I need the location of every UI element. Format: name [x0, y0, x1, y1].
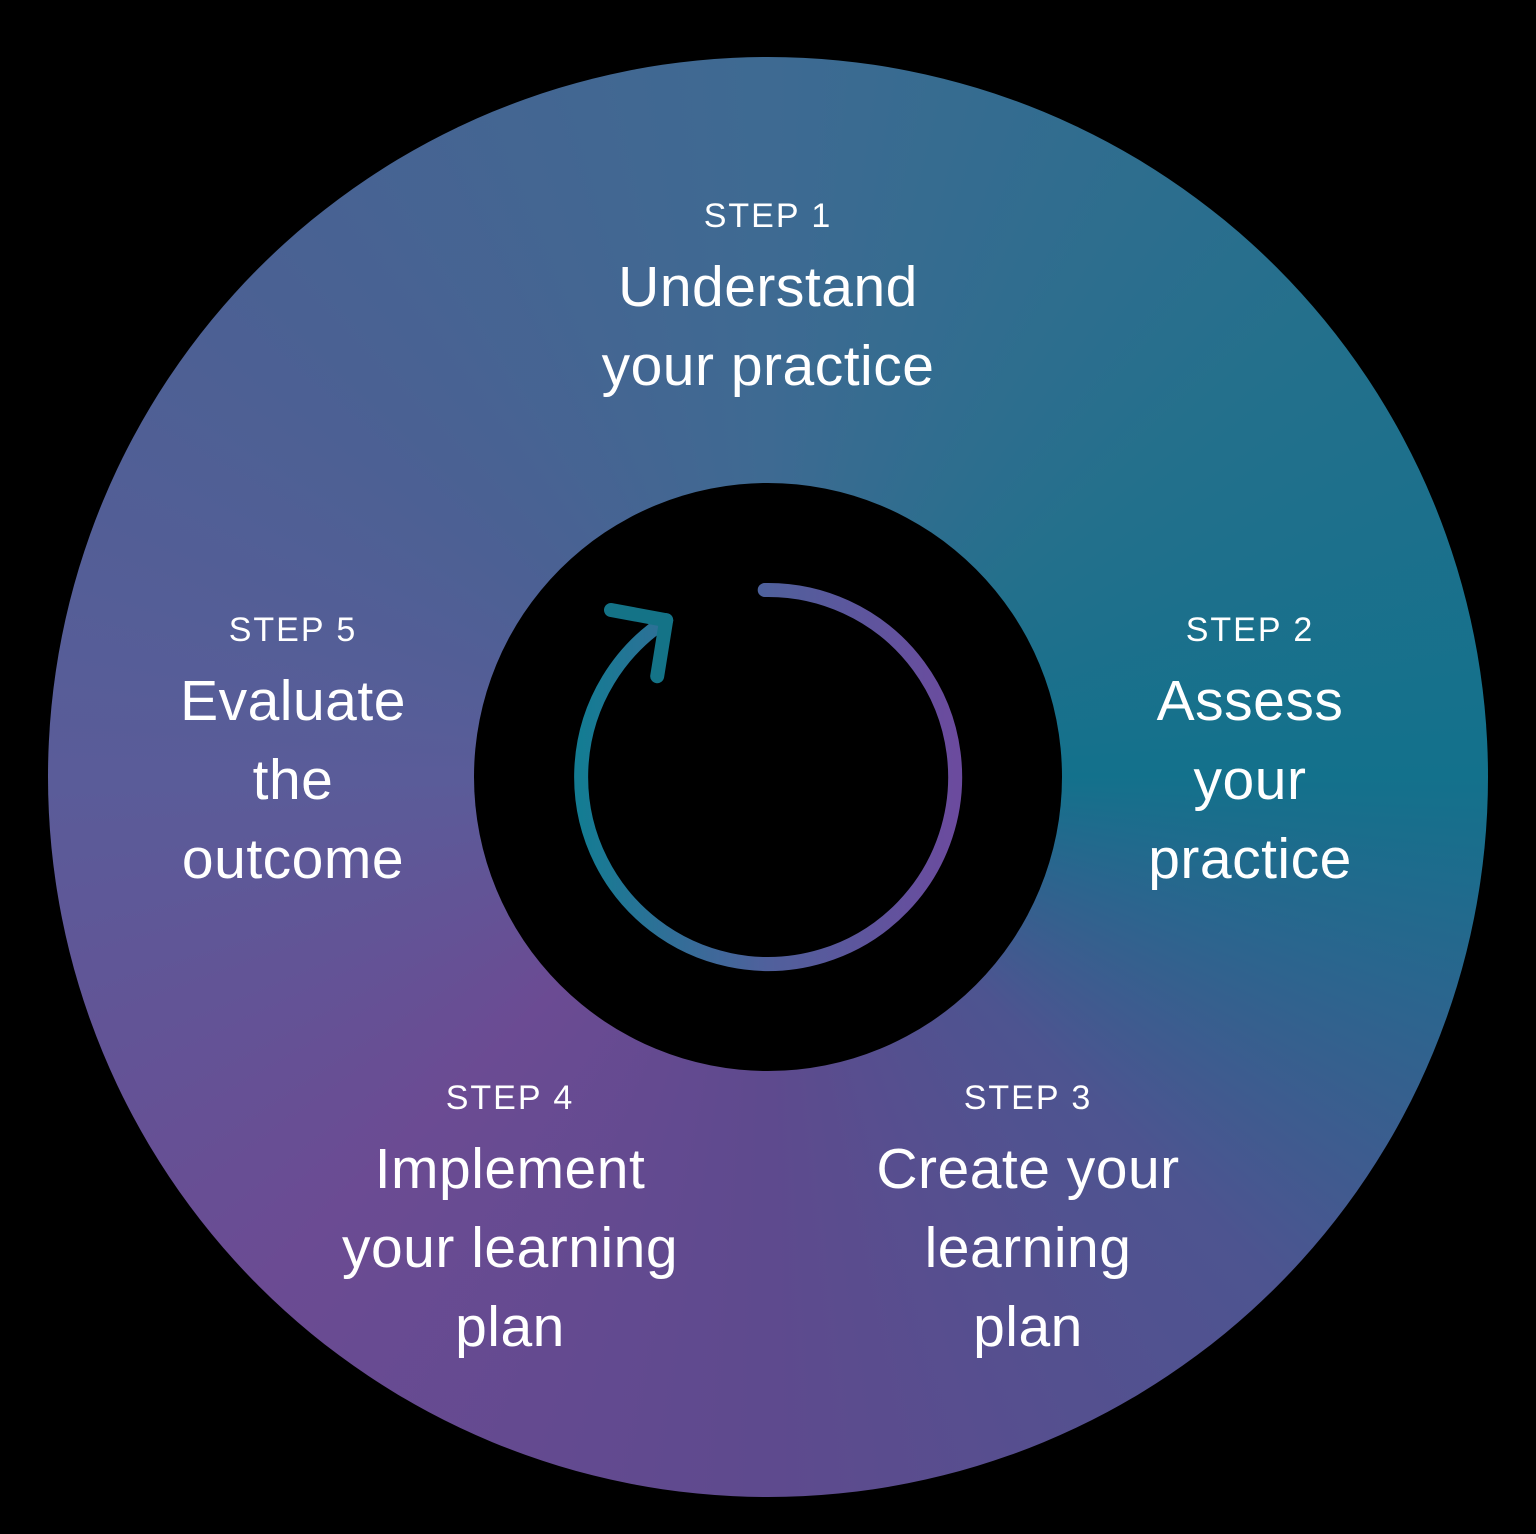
step-3-line: plan: [973, 1295, 1083, 1359]
step-5-label: STEP 5: [228, 611, 358, 649]
step-4-line: Implement: [374, 1137, 646, 1201]
donut-hole: [474, 483, 1062, 1071]
step-3-line: Create your: [876, 1137, 1180, 1201]
step-1-line: Understand: [618, 255, 918, 319]
step-5-line: Evaluate: [180, 669, 406, 733]
step-5: STEP 5 Evaluate the outcome: [180, 610, 406, 899]
step-4-label: STEP 4: [445, 1079, 575, 1117]
step-1-label: STEP 1: [703, 197, 833, 235]
step-2-line: practice: [1148, 827, 1352, 891]
step-1-line: your practice: [601, 334, 935, 398]
cycle-arrow-icon: [574, 582, 963, 971]
step-5-line: the: [252, 748, 334, 812]
step-2-line: your: [1193, 748, 1307, 812]
step-2: STEP 2 Assess your practice: [1148, 610, 1352, 899]
step-4-line: plan: [455, 1295, 565, 1359]
step-3-label: STEP 3: [963, 1079, 1093, 1117]
cycle-arrow-head: [604, 603, 674, 684]
cycle-arrow-ring: [574, 582, 963, 971]
step-3: STEP 3 Create your learning plan: [876, 1078, 1179, 1367]
step-4-line: your learning: [341, 1216, 679, 1280]
step-5-line: outcome: [181, 827, 405, 891]
step-2-label: STEP 2: [1185, 611, 1315, 649]
step-2-line: Assess: [1156, 669, 1344, 733]
step-1: STEP 1 Understand your practice: [602, 196, 935, 406]
step-4: STEP 4 Implement your learning plan: [342, 1078, 678, 1367]
step-3-line: learning: [924, 1216, 1132, 1280]
